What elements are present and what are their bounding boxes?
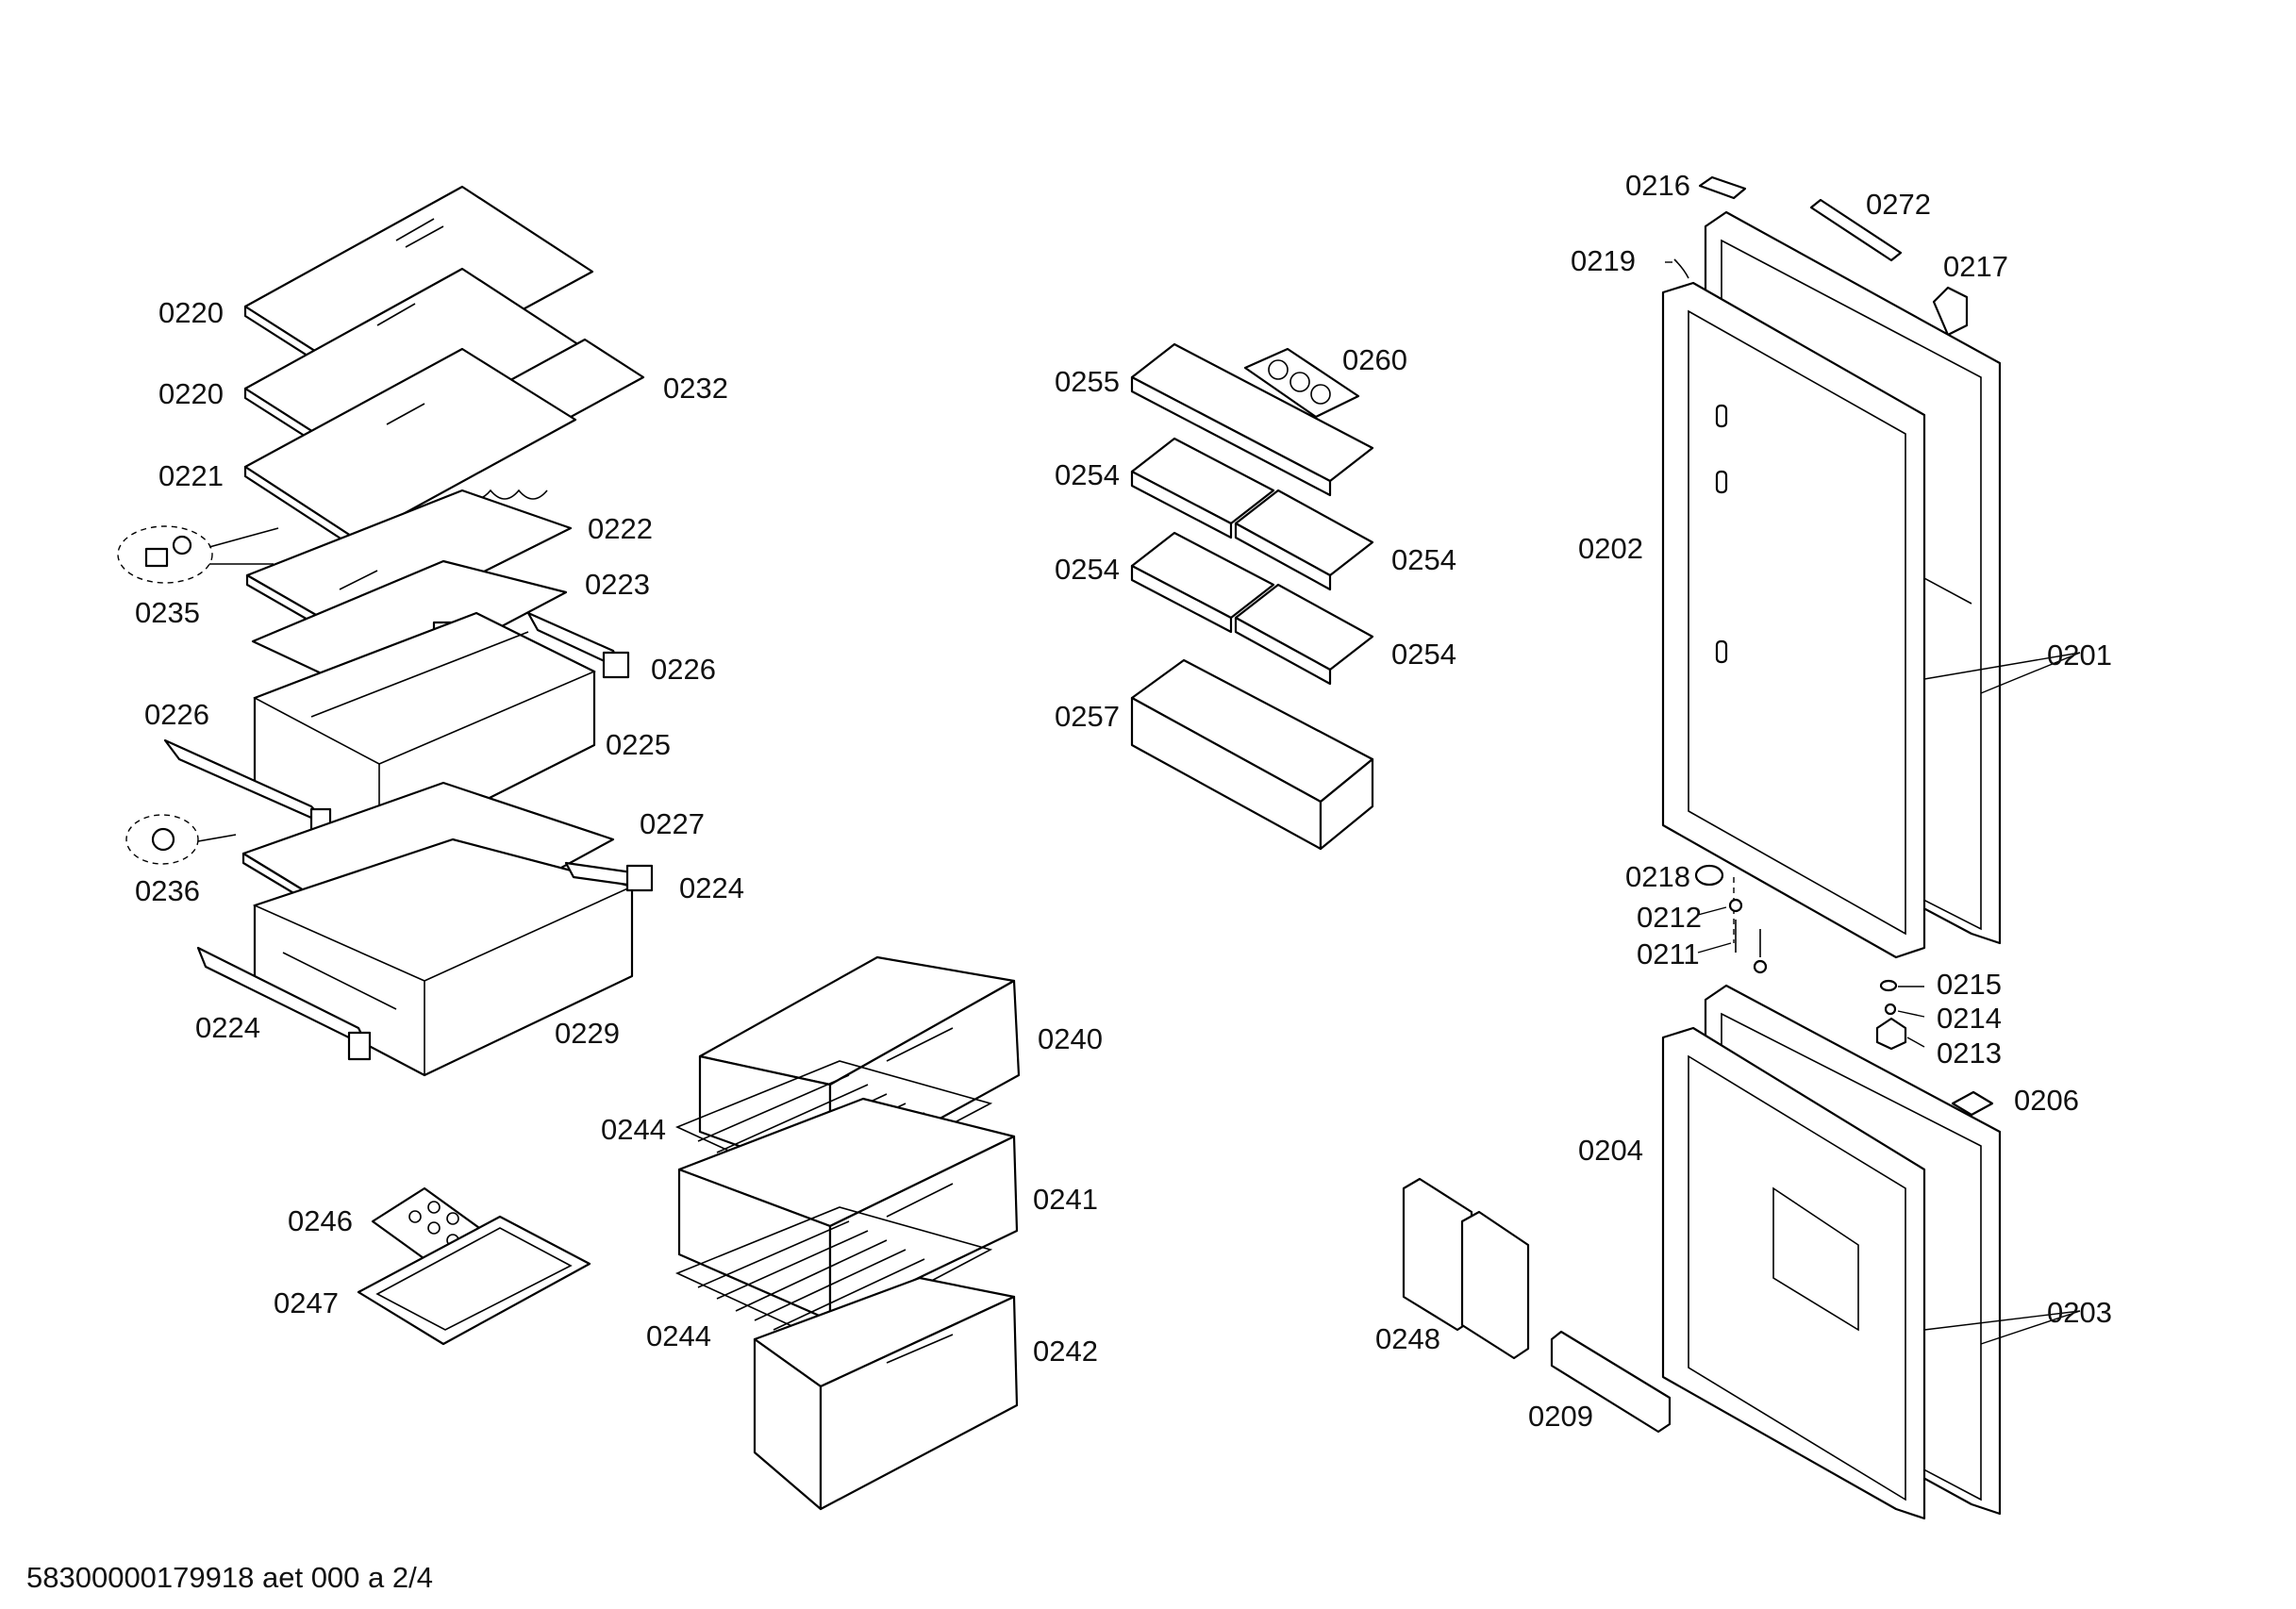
- label-0217: 0217: [1943, 250, 2008, 283]
- label-0254-d: 0254: [1391, 638, 1456, 671]
- door-bin-0254-c: [1130, 531, 1275, 634]
- label-0254-a: 0254: [1055, 458, 1120, 491]
- label-0220-second: 0220: [158, 377, 224, 410]
- label-0224-left: 0224: [195, 1011, 260, 1044]
- label-0254-b: 0254: [1391, 543, 1456, 576]
- door-bin-0254-d: [1234, 583, 1374, 686]
- label-0226-left: 0226: [144, 698, 209, 731]
- bottle-bin-0257: [1130, 658, 1374, 851]
- freezer-drawer-0241: [677, 1097, 1019, 1322]
- label-0257: 0257: [1055, 700, 1120, 733]
- label-0211: 0211: [1637, 937, 1700, 970]
- label-0203: 0203: [2047, 1296, 2112, 1329]
- label-0212: 0212: [1637, 901, 1702, 934]
- label-0260: 0260: [1342, 343, 1407, 376]
- label-0232: 0232: [663, 372, 728, 405]
- part-labels: 0220 0220 0232 0221 0222 0223 0235 0226 …: [135, 169, 2112, 1433]
- label-0202: 0202: [1578, 532, 1643, 565]
- label-0209: 0209: [1528, 1400, 1593, 1433]
- screw-0214: [1884, 1003, 1897, 1016]
- cold-pack-0248: [1402, 1177, 1530, 1360]
- label-0229: 0229: [555, 1017, 620, 1050]
- door-bin-0254-a: [1130, 437, 1275, 539]
- label-0204: 0204: [1578, 1134, 1643, 1167]
- wire-shelf-0244-lower: [674, 1206, 993, 1340]
- clip-0236: [125, 814, 237, 865]
- label-0225: 0225: [606, 728, 671, 761]
- rail-0224-right: [564, 861, 654, 892]
- hinge-0206: [1951, 1090, 1994, 1117]
- washer-0212: [1728, 898, 1743, 913]
- door-gasket-0204: [1661, 1026, 1926, 1520]
- label-0221: 0221: [158, 459, 224, 492]
- label-0240: 0240: [1038, 1022, 1103, 1055]
- label-0226-right: 0226: [651, 653, 716, 686]
- label-0227: 0227: [640, 807, 705, 840]
- clip-0219: [1673, 258, 1689, 279]
- label-0235: 0235: [135, 596, 200, 629]
- pin-0211: [1735, 920, 1768, 974]
- strip-0209: [1550, 1330, 1672, 1434]
- label-0255: 0255: [1055, 365, 1120, 398]
- label-0246: 0246: [288, 1204, 353, 1237]
- label-0214: 0214: [1937, 1002, 2002, 1035]
- door-bin-0254-b: [1234, 489, 1374, 591]
- rail-0224-left: [196, 946, 372, 1061]
- label-0215: 0215: [1937, 968, 2002, 1001]
- label-0244-lower: 0244: [646, 1319, 711, 1352]
- label-0213: 0213: [1937, 1037, 2002, 1070]
- clip-0235: [117, 525, 279, 584]
- washer-0215: [1879, 979, 1898, 992]
- label-0254-c: 0254: [1055, 553, 1120, 586]
- label-0272: 0272: [1866, 188, 1931, 221]
- label-0216: 0216: [1625, 169, 1690, 202]
- label-0218: 0218: [1625, 860, 1690, 893]
- hinge-pin-0218: [1694, 864, 1735, 943]
- door-bin-0255: [1130, 342, 1374, 497]
- label-0242: 0242: [1033, 1335, 1098, 1368]
- label-0201: 0201: [2047, 639, 2112, 672]
- bushing-0213: [1875, 1017, 1907, 1051]
- freezer-drawer-0240: [698, 955, 1021, 1181]
- label-0222: 0222: [588, 512, 653, 545]
- cover-strip-0272: [1809, 198, 1903, 262]
- label-0223: 0223: [585, 568, 650, 601]
- egg-tray-0260: [1243, 347, 1360, 419]
- label-0248: 0248: [1375, 1322, 1440, 1355]
- ice-tray-0247: [357, 1215, 591, 1346]
- label-0241: 0241: [1033, 1183, 1098, 1216]
- label-0206: 0206: [2014, 1084, 2079, 1117]
- rail-0226-right: [526, 611, 630, 679]
- leader-lines: [1665, 261, 2081, 1345]
- hinge-cover-0216: [1698, 175, 1747, 200]
- document-code: 58300000179918 aet 000 a 2/4: [26, 1561, 433, 1594]
- label-0247: 0247: [274, 1286, 339, 1319]
- label-0220-top: 0220: [158, 296, 224, 329]
- hinge-0217: [1932, 286, 1969, 337]
- label-0244-upper: 0244: [601, 1113, 666, 1146]
- door-gasket-0202: [1661, 281, 1926, 959]
- label-0219: 0219: [1571, 244, 1636, 277]
- freezer-drawer-0242: [753, 1276, 1019, 1511]
- label-0224-right: 0224: [679, 871, 744, 904]
- label-0236: 0236: [135, 874, 200, 907]
